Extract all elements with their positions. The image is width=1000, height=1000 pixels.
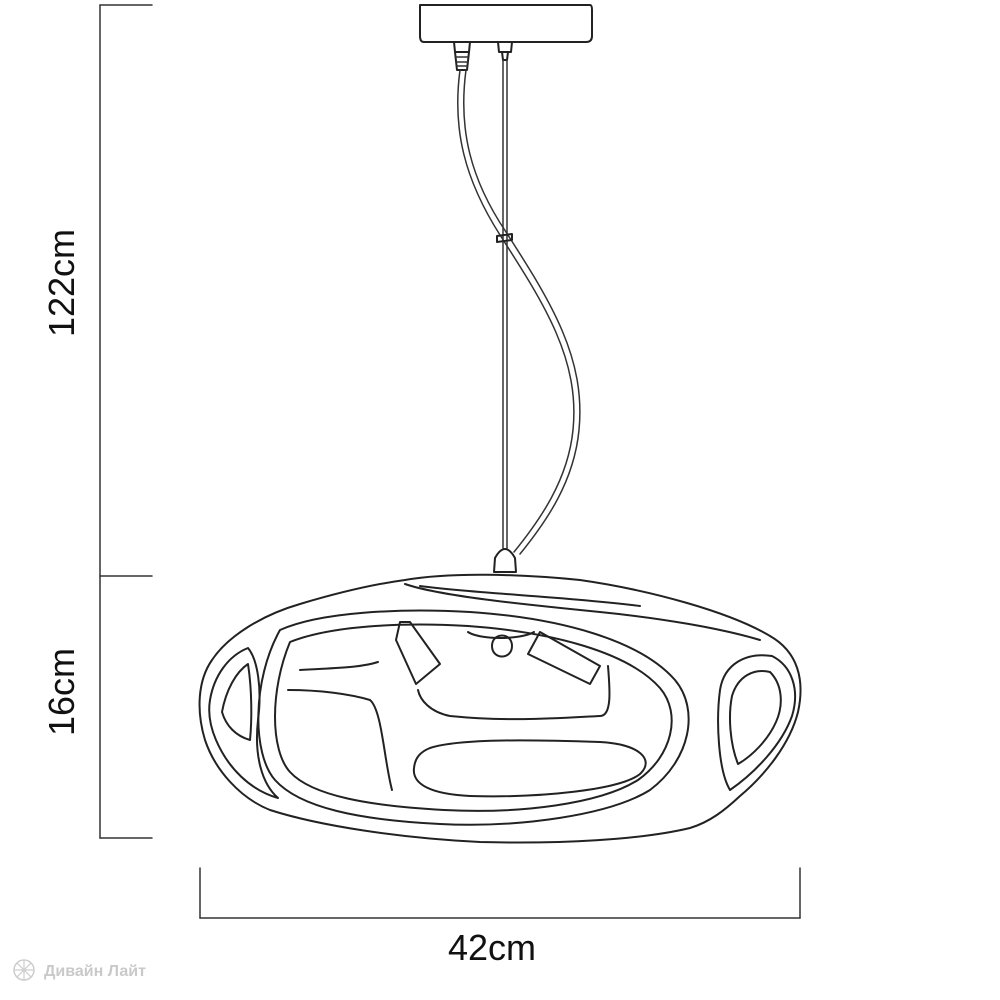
suspension-wire xyxy=(502,59,508,549)
watermark-brand: Дивайн Лайт xyxy=(44,963,146,980)
height-upper-label: 122cm xyxy=(41,229,82,337)
height-lower-label: 16cm xyxy=(41,648,82,736)
lamp-shade xyxy=(198,573,802,844)
power-cord xyxy=(457,69,581,555)
watermark: Дивайн Лайт xyxy=(13,959,146,981)
ceiling-canopy xyxy=(419,4,593,71)
horizontal-dimension xyxy=(199,867,801,919)
lamp-cap xyxy=(493,548,517,573)
vertical-dimension xyxy=(99,4,153,839)
starburst-logo-icon xyxy=(13,959,35,981)
width-label: 42cm xyxy=(448,927,536,968)
